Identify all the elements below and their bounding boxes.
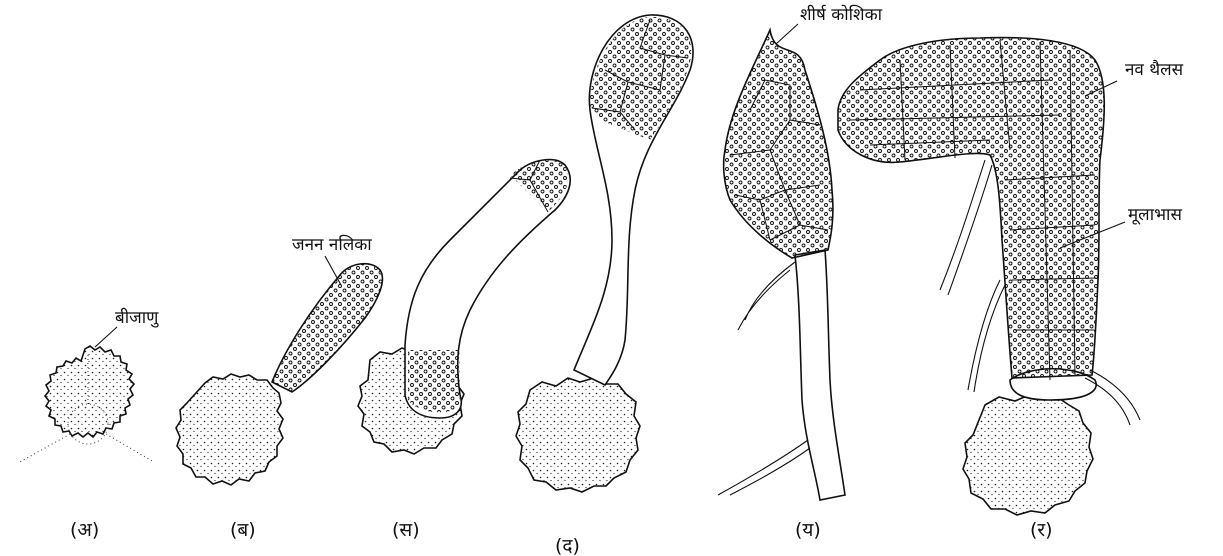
caption-stage-f: (र) xyxy=(1030,519,1053,541)
rhizoid-label: मूलाभास xyxy=(1128,205,1182,225)
spore-label: बीजाणु xyxy=(115,307,159,328)
new-thallus-label: नव थैलस xyxy=(1125,59,1184,80)
apical-cell-label: शीर्ष कोशिका xyxy=(800,4,883,25)
stage-b-germ-tube: जनन नलिका (ब) xyxy=(176,234,382,541)
caption-stage-a: (अ) xyxy=(70,519,99,541)
caption-stage-b: (ब) xyxy=(230,519,256,541)
stage-a-spore: बीजाणु (अ) xyxy=(20,307,159,541)
stage-d: (द) xyxy=(516,15,693,556)
caption-stage-e: (य) xyxy=(795,519,821,541)
caption-stage-d: (द) xyxy=(555,535,580,556)
stage-c: (स) xyxy=(358,160,570,541)
caption-stage-c: (स) xyxy=(392,519,420,541)
germ-tube-label: जनन नलिका xyxy=(292,234,372,255)
stage-f-thallus: नव थैलस मूलाभास (र) xyxy=(838,38,1184,541)
